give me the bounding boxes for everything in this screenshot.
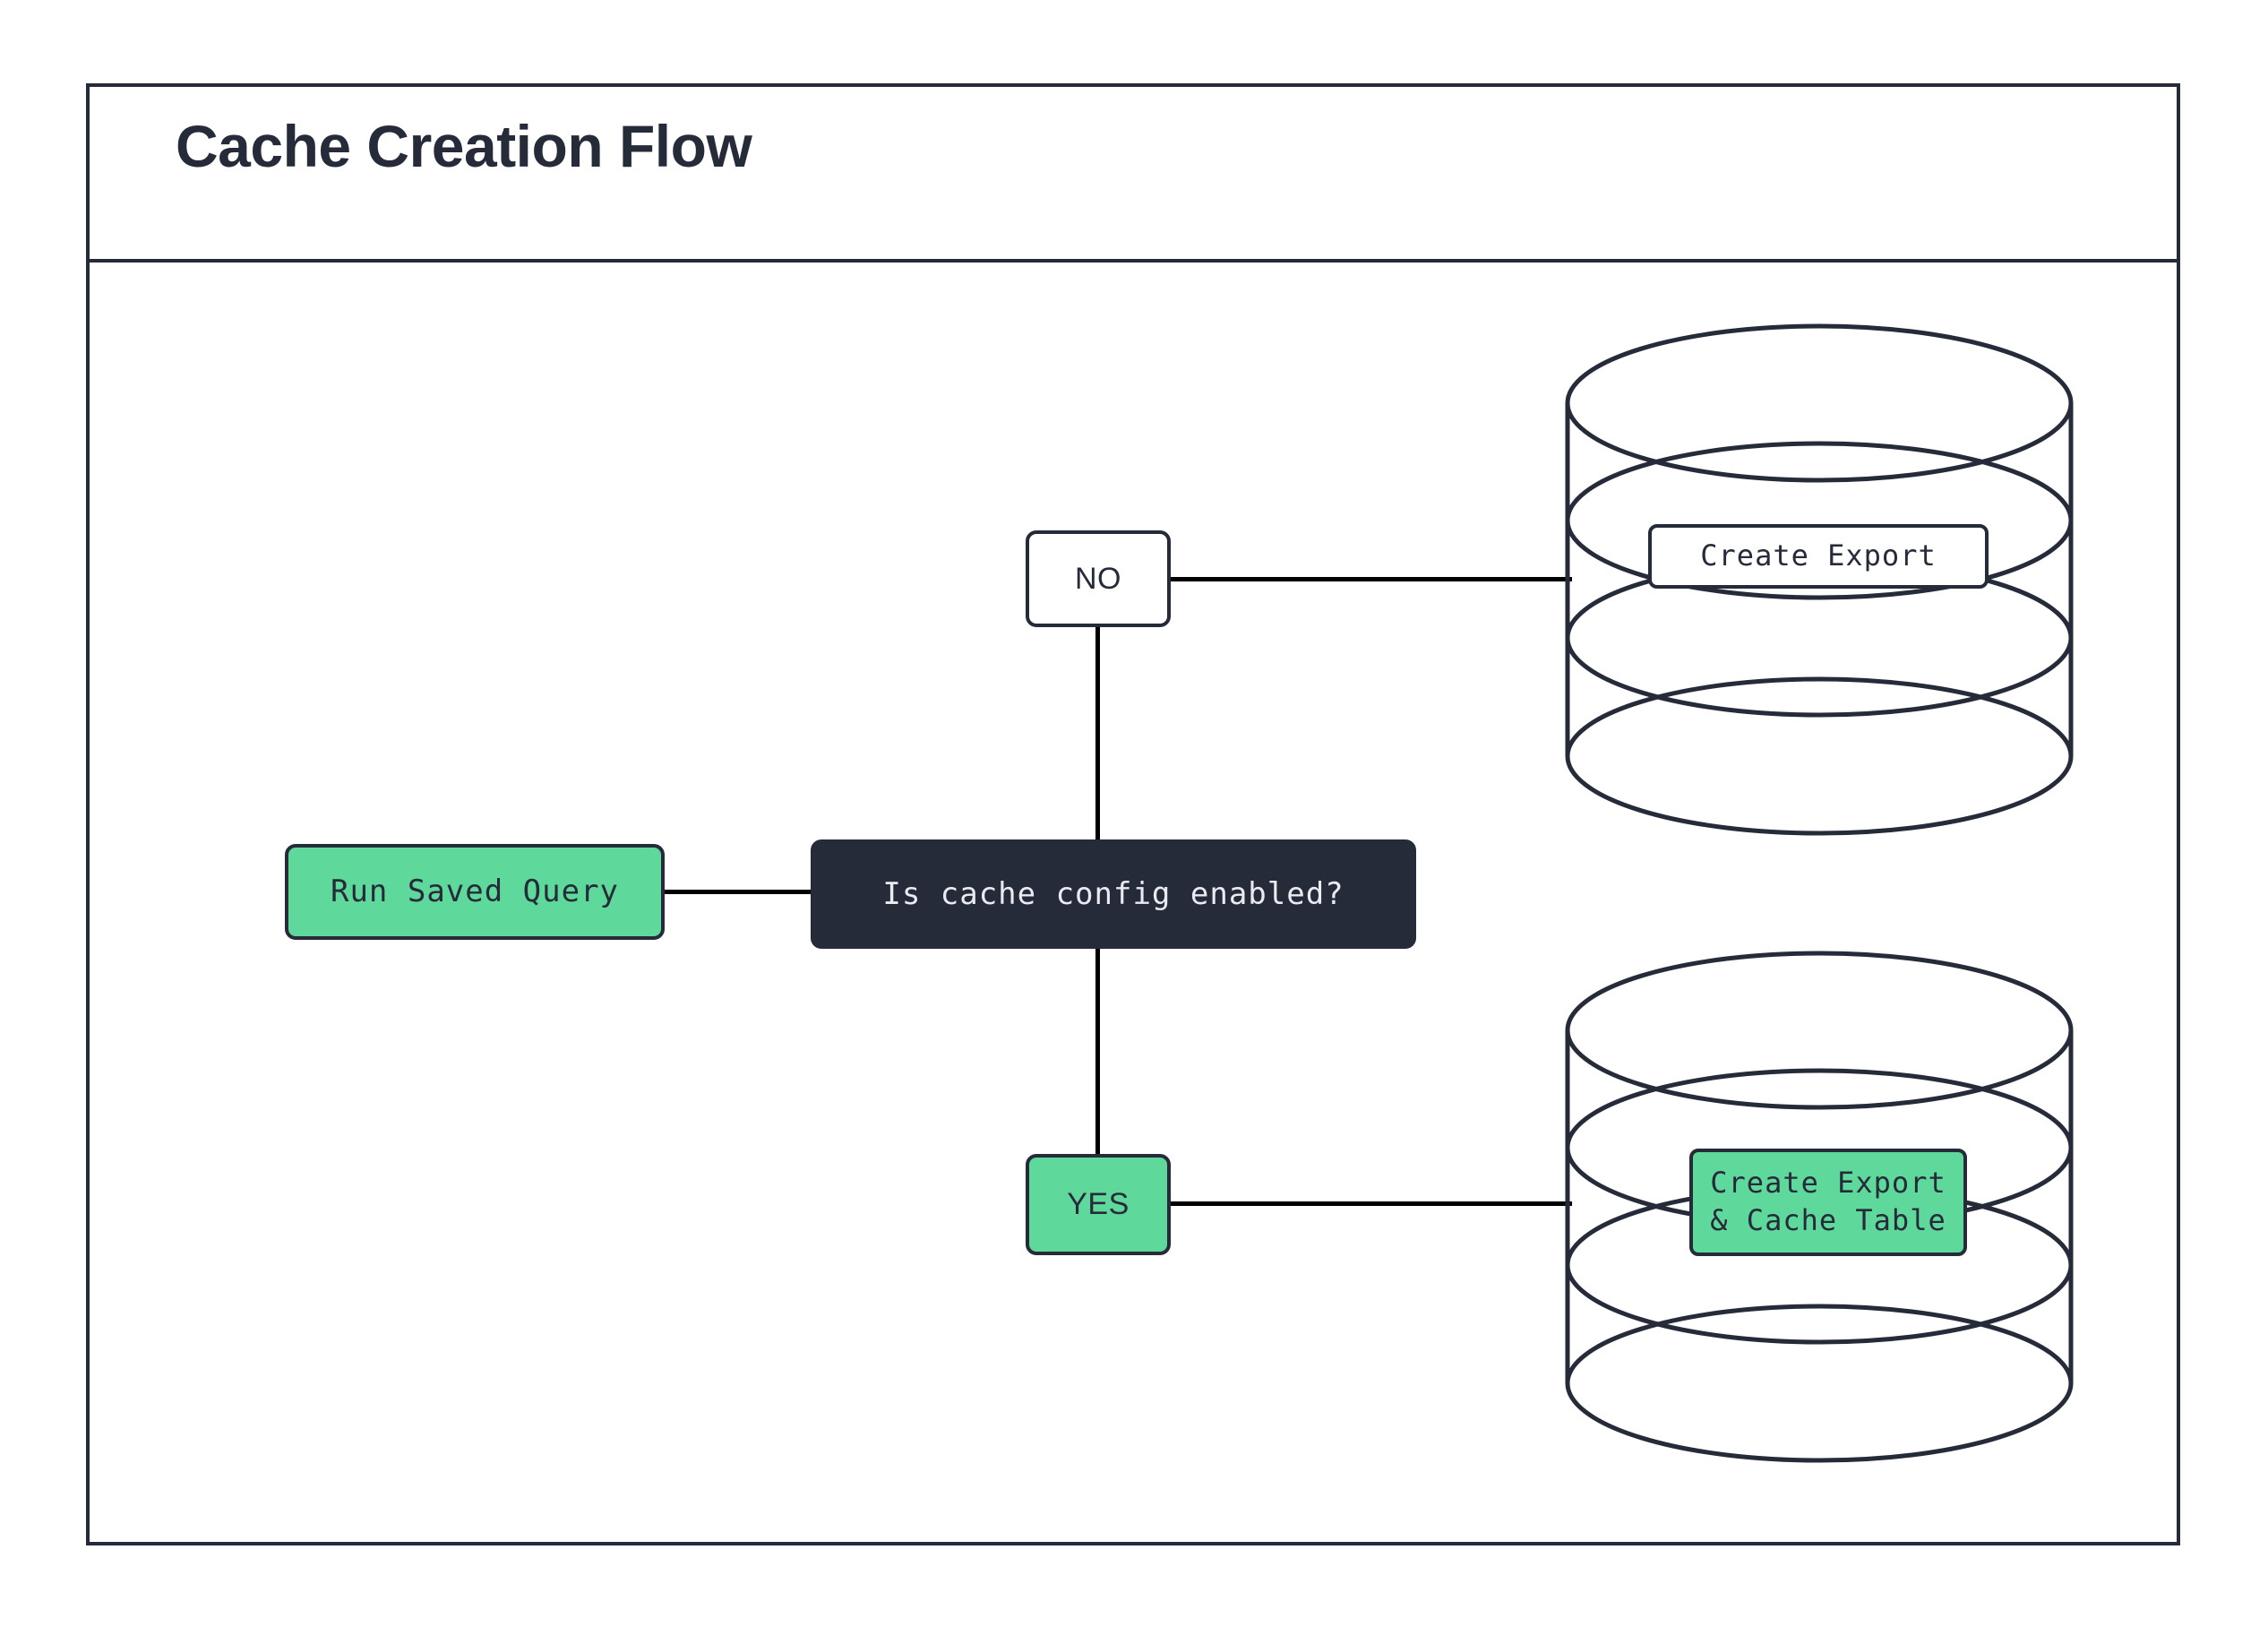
db-label-create-export: Create Export bbox=[1648, 524, 1989, 589]
database-cylinder-icon bbox=[1565, 951, 2074, 1463]
db-label-create-export-cache-table: Create Export & Cache Table bbox=[1689, 1149, 1967, 1256]
edge-decision-to-no bbox=[1095, 625, 1100, 842]
database-cylinder-icon bbox=[1565, 323, 2074, 836]
edge-no-to-db-export bbox=[1167, 577, 1572, 581]
page-title: Cache Creation Flow bbox=[176, 113, 752, 179]
node-branch-yes[interactable]: YES bbox=[1026, 1154, 1171, 1255]
node-db-create-export[interactable]: Create Export bbox=[1564, 323, 2075, 837]
edge-decision-to-yes bbox=[1095, 948, 1100, 1156]
node-decision-cache-config[interactable]: Is cache config enabled? bbox=[811, 839, 1416, 949]
node-db-create-export-cache-table[interactable]: Create Export & Cache Table bbox=[1564, 950, 2075, 1464]
diagram-title-bar: Cache Creation Flow bbox=[86, 83, 2180, 263]
edge-yes-to-db-cache bbox=[1167, 1201, 1572, 1206]
node-run-saved-query[interactable]: Run Saved Query bbox=[285, 844, 665, 940]
node-branch-no[interactable]: NO bbox=[1026, 530, 1171, 627]
edge-start-to-decision bbox=[661, 890, 813, 894]
